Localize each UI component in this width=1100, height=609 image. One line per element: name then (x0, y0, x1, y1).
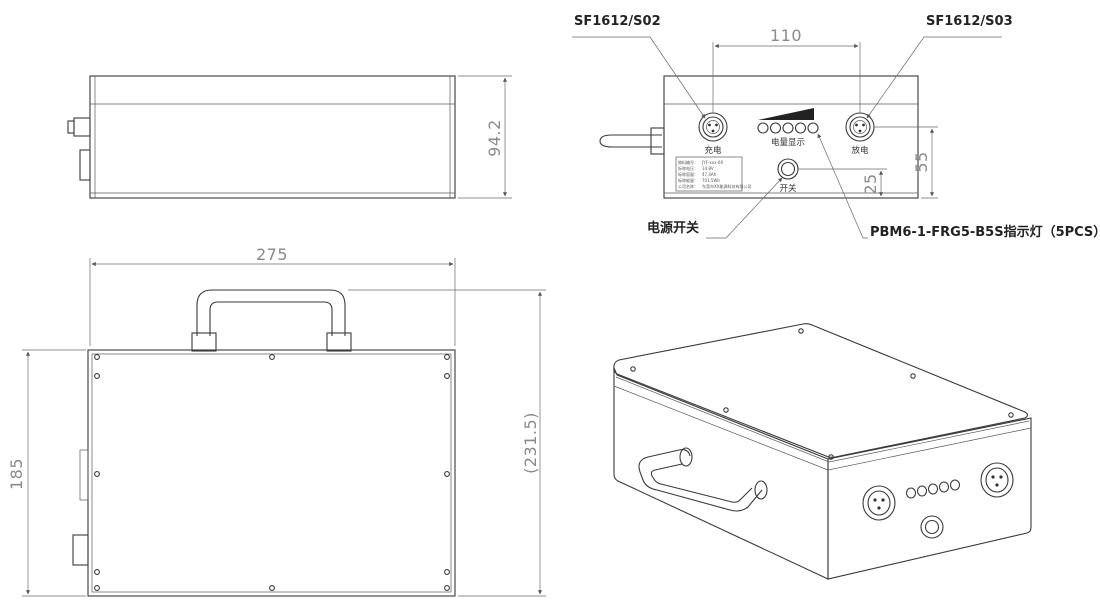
dim-side-height: 94.2 (485, 119, 504, 157)
screw-group (94, 354, 450, 591)
charge-connector (698, 112, 728, 142)
nameplate (675, 156, 743, 192)
nameplate-row5-value: 东莞市XX能源科技有限公司 (702, 183, 751, 189)
indicator-lights (757, 122, 819, 134)
nameplate-row5-label: 公司名称： (678, 183, 698, 189)
iso-charge-connector (862, 485, 896, 521)
nameplate-text: 物料编号： JYF-xxx-00 标称电压： 14.8V 标称容量： 47.4A… (678, 159, 751, 189)
discharge-connector (845, 112, 875, 142)
dim-connector-height: 55 (912, 151, 931, 172)
isometric-view (613, 323, 1032, 580)
callout-charge-connector: SF1612/S02 (574, 14, 661, 29)
nameplate-row3-label: 标称容量： (678, 171, 698, 177)
nameplate-row1-label: 物料编号： (678, 159, 698, 165)
iso-indicator-lights (905, 479, 961, 499)
dim-switch-height: 25 (861, 173, 880, 194)
nameplate-row2-value: 14.8V (702, 166, 714, 171)
power-switch (777, 158, 799, 180)
side-view (67, 75, 512, 199)
front-view (22, 258, 546, 597)
panel-label-discharge: 放电 (851, 145, 869, 156)
nameplate-row4-label: 标称能量： (678, 177, 698, 183)
nameplate-row4-value: 701.5Wh (702, 178, 720, 183)
callout-discharge-connector: SF1612/S03 (926, 14, 1013, 29)
panel-label-charge: 充电 (704, 145, 722, 156)
panel-view (572, 36, 1002, 239)
callout-indicator: PBM6-1-FRG5-B5S指示灯（5PCS） (870, 224, 1100, 240)
callout-power-switch: 电源开关 (647, 220, 699, 236)
dim-front-height: 185 (7, 458, 26, 490)
nameplate-row2-label: 标称电压： (678, 165, 698, 171)
nameplate-row3-value: 47.4Ah (702, 172, 717, 177)
dim-connector-spacing: 110 (770, 26, 802, 45)
panel-label-battery-display: 电量显示 (771, 137, 805, 148)
dim-overall-height: (231.5) (521, 412, 540, 474)
iso-power-switch (920, 515, 944, 539)
nameplate-row1-value: JYF-xxx-00 (701, 160, 723, 165)
panel-label-switch: 开关 (779, 183, 797, 194)
dim-front-width: 275 (256, 245, 288, 264)
iso-discharge-connector (980, 462, 1014, 498)
battery-level-wedge (758, 108, 814, 120)
